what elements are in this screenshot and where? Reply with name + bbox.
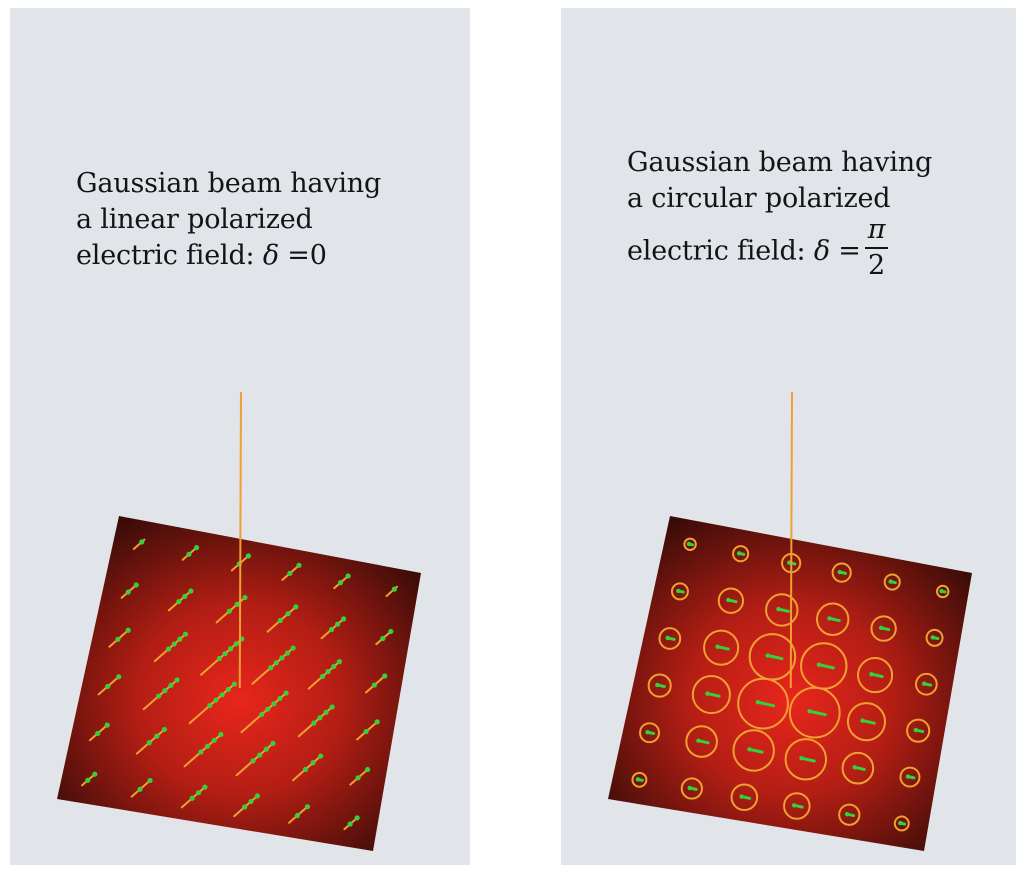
equals-sign: = <box>838 235 861 267</box>
circular-field-vector <box>670 582 689 601</box>
circular-field-vector <box>732 729 775 772</box>
linear-field-vector <box>281 562 302 581</box>
linear-field-vector <box>240 690 289 734</box>
linear-field-vector <box>97 674 122 696</box>
linear-field-vector <box>320 616 347 640</box>
circular-field-vector <box>631 771 648 788</box>
linear-field-vector <box>142 677 180 711</box>
linear-field-vector <box>364 673 388 694</box>
circular-field-vector <box>680 777 703 800</box>
circular-field-vector <box>788 686 841 739</box>
circular-field-vector <box>883 573 901 591</box>
caption-line-3: electric field: δ =0 <box>76 238 381 274</box>
beam-axis-line <box>789 391 793 689</box>
circular-field-vector <box>784 738 828 781</box>
linear-field-vector <box>181 545 200 561</box>
circular-field-vector <box>658 627 682 650</box>
linear-field-vector <box>349 766 371 786</box>
linear-field-vector <box>251 645 296 685</box>
circular-field-vector <box>893 815 910 832</box>
linear-field-vector <box>153 631 189 663</box>
linear-field-vector <box>167 588 194 612</box>
fraction-numerator: π <box>864 213 889 249</box>
circular-field-vector <box>730 783 759 812</box>
linear-field-vector <box>183 731 224 768</box>
linear-field-vector <box>356 719 380 741</box>
circular-beam-illustration <box>608 391 972 851</box>
circular-field-vector <box>838 803 861 826</box>
linear-field-vector <box>333 573 351 590</box>
caption-line-2: a circular polarized <box>627 183 891 214</box>
linear-field-vector <box>297 704 335 738</box>
delta-symbol: δ <box>813 235 830 267</box>
linear-field-vector <box>307 659 343 690</box>
circular-field-vector <box>737 677 789 730</box>
circular-field-vector <box>936 584 950 599</box>
circular-field-vector <box>841 751 875 785</box>
linear-field-vector <box>385 585 399 598</box>
linear-field-vector <box>288 804 311 824</box>
circular-field-vector <box>870 615 897 642</box>
circular-field-vector <box>717 587 745 614</box>
linear-field-vector <box>188 681 237 725</box>
circular-field-vector <box>783 792 811 820</box>
circular-field-vector <box>691 675 731 715</box>
circular-polarization-caption: Gaussian beam having a circular polarize… <box>627 145 932 287</box>
linear-field-vector <box>200 636 245 676</box>
circular-field-vector <box>915 672 938 696</box>
circular-field-vector <box>925 628 944 647</box>
linear-field-vector <box>120 582 139 599</box>
caption-line-3-prefix: electric field: <box>627 235 806 267</box>
linear-field-vector <box>266 604 299 633</box>
circular-field-vector <box>906 718 931 743</box>
circular-field-vector <box>647 673 672 698</box>
linear-polarization-panel: Gaussian beam having a linear polarized … <box>10 8 470 865</box>
circular-field-vector <box>815 602 850 636</box>
linear-field-vector <box>108 627 131 648</box>
linear-beam-illustration <box>57 391 421 851</box>
linear-field-vector <box>375 628 394 646</box>
circular-field-vector <box>639 722 661 744</box>
circular-field-vector <box>856 657 894 694</box>
linear-field-vector <box>235 740 276 777</box>
linear-field-vector <box>343 815 360 831</box>
fraction-denominator: 2 <box>868 250 885 281</box>
linear-field-vector <box>135 726 168 755</box>
circular-field-vector <box>732 545 750 563</box>
delta-symbol: δ <box>262 240 279 271</box>
linear-field-vector <box>81 771 98 787</box>
circular-field-vector <box>683 537 697 552</box>
circular-field-vector <box>846 702 887 742</box>
circular-field-vector <box>899 766 921 788</box>
caption-line-2: a linear polarized <box>76 204 313 235</box>
caption-line-1: Gaussian beam having <box>627 147 933 178</box>
linear-field-vector <box>292 753 324 782</box>
circular-field-vector <box>831 562 852 583</box>
beam-axis-line <box>238 391 242 689</box>
linear-field-vector <box>132 538 146 550</box>
circular-field-vector <box>765 593 799 627</box>
linear-field-vector <box>130 777 153 798</box>
delta-value: =0 <box>287 240 327 271</box>
circular-field-vector <box>685 725 718 758</box>
linear-field-vector <box>233 793 260 818</box>
linear-field-vector <box>88 722 110 742</box>
circular-polarization-panel: Gaussian beam having a circular polarize… <box>561 8 1016 865</box>
caption-line-1: Gaussian beam having <box>76 168 382 199</box>
caption-line-3-prefix: electric field: <box>76 240 255 271</box>
linear-field-vector <box>180 784 208 809</box>
linear-polarization-caption: Gaussian beam having a linear polarized … <box>76 166 381 274</box>
circular-field-vector <box>703 629 740 666</box>
